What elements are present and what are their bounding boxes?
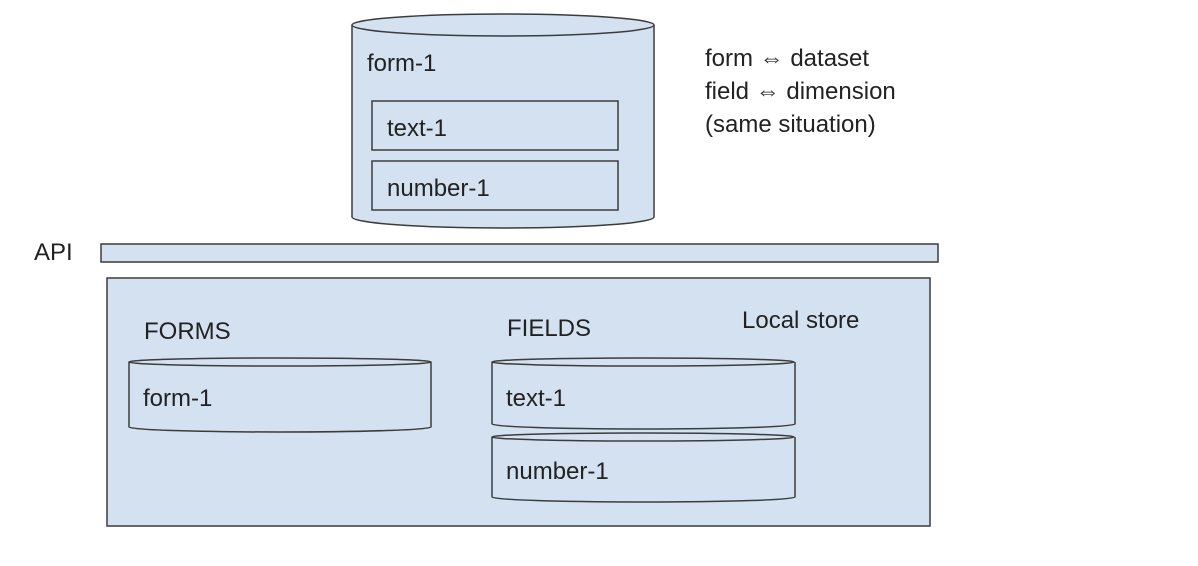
remote-field-box <box>371 100 619 151</box>
remote-database-title: form-1 <box>367 50 436 77</box>
forms-table: form-1 <box>128 357 432 433</box>
note-line: field ⇔ dimension <box>705 78 896 105</box>
note-line: form ⇔ dataset <box>705 45 869 72</box>
remote-field-label: number-1 <box>387 175 490 202</box>
local-store-label: Local store <box>742 307 859 334</box>
remote-field-label: text-1 <box>387 115 447 142</box>
fields-table: number-1 <box>491 432 796 503</box>
fields-table-body <box>491 437 796 503</box>
fields-table-top <box>491 432 795 442</box>
local-store: Local store FORMS form-1 FIELDS text-1 n… <box>106 277 931 527</box>
forms-table-body <box>128 362 432 433</box>
fields-table-top <box>491 357 795 367</box>
forms-table-top <box>128 357 432 367</box>
forms-item-label: form-1 <box>143 385 212 412</box>
api-label: API <box>34 239 73 266</box>
remote-database: form-1 text-1 number-1 <box>351 13 655 229</box>
fields-table-body <box>491 362 796 430</box>
note-line: (same situation) <box>705 111 876 138</box>
fields-item-label: text-1 <box>506 385 566 412</box>
fields-heading: FIELDS <box>507 315 591 342</box>
remote-database-top <box>351 13 655 37</box>
fields-item-label: number-1 <box>506 458 609 485</box>
forms-heading: FORMS <box>144 318 231 345</box>
remote-field-box <box>371 160 619 211</box>
api-bar <box>100 243 939 263</box>
mapping-notes: form ⇔ dataset field ⇔ dimension (same s… <box>705 45 896 138</box>
fields-table: text-1 <box>491 357 796 430</box>
